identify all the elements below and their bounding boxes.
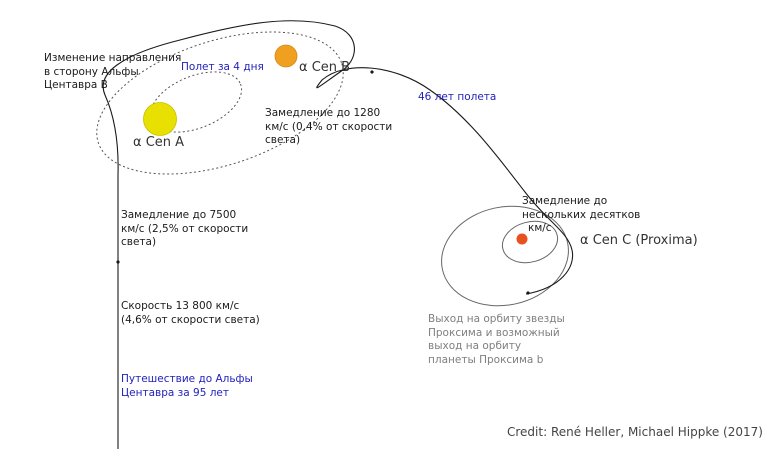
proxima-orbit-line-2: Проксима и возможный — [428, 326, 560, 339]
decel-tens-line-2: нескольких десятков — [522, 208, 641, 221]
speed-13800-label: Скорость 13 800 км/с (4,6% от скорости с… — [121, 300, 260, 327]
decel-tens-label: Замедление до нескольких десятков км/с — [522, 195, 640, 236]
journey-95-line-2: Центавра за 95 лет — [121, 386, 229, 399]
decel-tens-line-1: Замедление до — [522, 195, 608, 207]
direction-change-line-3: Центавра B — [44, 79, 108, 91]
flight-4-days-label: Полет за 4 дня — [181, 61, 264, 73]
speed-13800-line-2: (4,6% от скорости света) — [121, 313, 260, 326]
alpha-cen-a-star — [143, 102, 177, 136]
proxima-orbit-line-1: Выход на орбиту звезды — [428, 313, 565, 325]
proxima-orbit-outer — [441, 205, 569, 307]
path-marker-proxima — [526, 291, 530, 295]
proxima-star — [516, 233, 528, 245]
journey-95-line-1: Путешествие до Альфы — [121, 373, 253, 385]
flight-46-years-label: 46 лет полета — [418, 91, 497, 103]
path-marker-lower — [116, 260, 120, 264]
proxima-orbit-inner — [501, 220, 559, 264]
proxima-orbit-line-3: выход на орбиту — [428, 340, 522, 352]
decel-tens-line-3: км/с — [528, 222, 552, 234]
decel-7500-line-2: км/с (2,5% от скорости — [121, 222, 249, 235]
decel-7500-label: Замедление до 7500 км/с (2,5% от скорост… — [121, 209, 248, 250]
journey-95-years-label: Путешествие до Альфы Центавра за 95 лет — [121, 373, 253, 400]
decel-7500-line-1: Замедление до 7500 — [121, 209, 237, 221]
alpha-cen-b-label: α Cen B — [299, 60, 351, 75]
direction-change-line-2: в сторону Альфы — [44, 65, 139, 78]
proxima-orbit-line-4: планеты Проксима b — [428, 353, 544, 366]
decel-1280-line-1: Замедление до 1280 — [265, 107, 381, 119]
direction-change-line-1: Изменение направления — [44, 52, 182, 64]
decel-1280-line-3: света) — [265, 134, 301, 146]
path-marker-upper — [370, 70, 374, 74]
decel-7500-line-3: света) — [121, 236, 157, 248]
direction-change-label: Изменение направления в сторону Альфы Це… — [44, 52, 181, 93]
alpha-ab-orbit-outer — [96, 31, 344, 175]
alpha-cen-b-star — [274, 44, 298, 68]
speed-13800-line-1: Скорость 13 800 км/с — [121, 300, 240, 312]
decel-1280-line-2: км/с (0,4% от скорости — [265, 120, 393, 133]
decel-1280-label: Замедление до 1280 км/с (0,4% от скорост… — [265, 107, 392, 148]
alpha-cen-a-label: α Cen A — [133, 135, 185, 150]
proxima-label: α Cen C (Proxima) — [580, 233, 698, 248]
proxima-orbit-label: Выход на орбиту звезды Проксима и возмож… — [428, 313, 565, 367]
trajectory-path — [102, 20, 574, 449]
credit-text: Credit: René Heller, Michael Hippke (201… — [507, 425, 763, 439]
